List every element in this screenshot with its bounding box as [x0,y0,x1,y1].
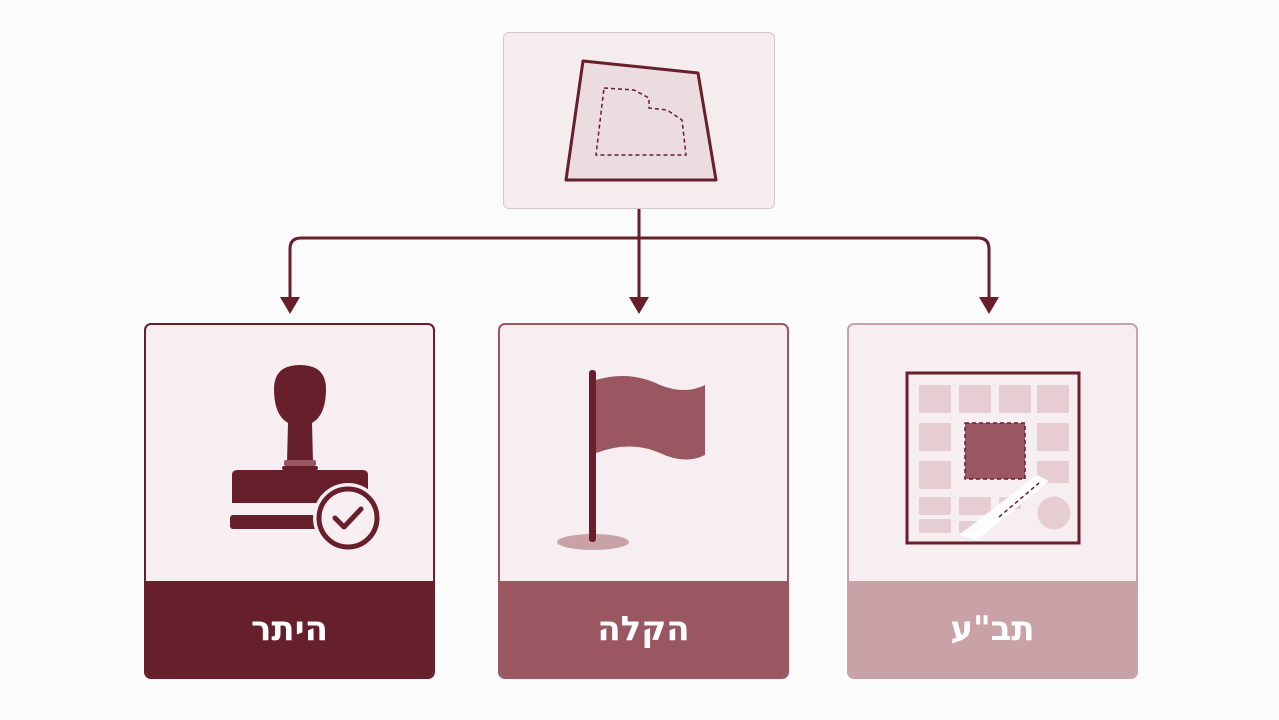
approval-stamp-icon [230,365,383,553]
land-parcel-box [503,32,775,209]
flag-icon [557,370,705,550]
card-label-permit: היתר [250,609,329,649]
card-label-relief: הקלה [597,609,690,649]
land-parcel-icon [564,59,718,182]
card-label-bar: הקלה [500,581,787,677]
arrowhead-left [280,297,300,314]
arrowhead-center [629,297,649,314]
card-label-bar: תב"ע [849,581,1136,677]
zoning-plan-icon [905,371,1081,545]
card-zoning-plan: תב"ע [847,323,1138,679]
card-permit: היתר [144,323,435,679]
card-relief: הקלה [498,323,789,679]
card-label-zoning-plan: תב"ע [950,609,1035,649]
arrowhead-right [979,297,999,314]
card-label-bar: היתר [146,581,433,677]
